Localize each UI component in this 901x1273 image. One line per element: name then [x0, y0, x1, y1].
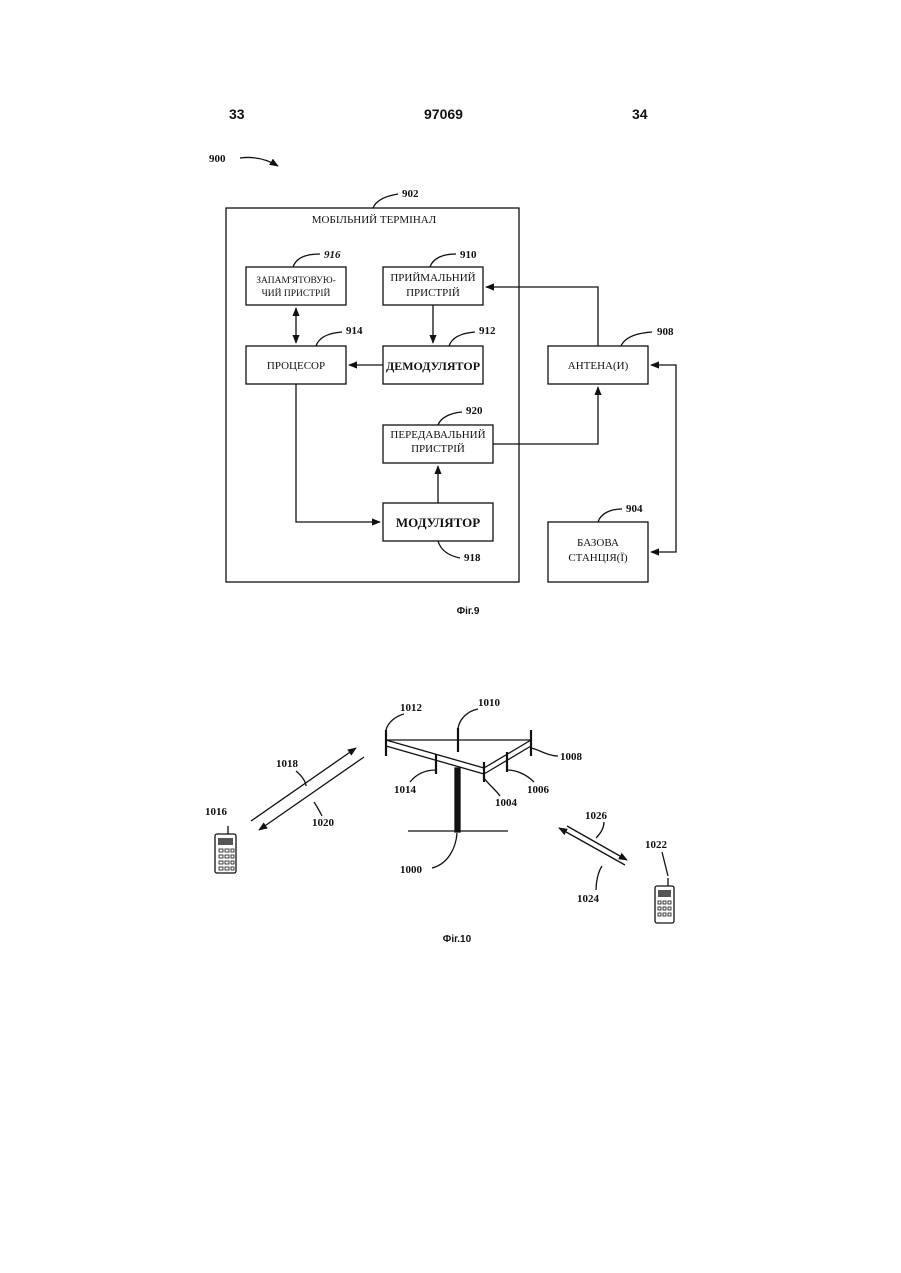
ref-1004-leader	[484, 778, 500, 796]
ref-1006: 1006	[527, 784, 550, 796]
ref-1000: 1000	[400, 864, 423, 876]
memory-label-line1: ЗАПАМ'ЯТОВУЮ-	[256, 276, 336, 286]
ref-1026: 1026	[585, 810, 608, 822]
demodulator-label: ДЕМОДУЛЯТОР	[386, 359, 480, 373]
downlink-arrow-1026	[567, 826, 627, 860]
antenna-base-station-link	[651, 365, 676, 552]
base-station-label-line2: СТАНЦІЯ(Ї)	[568, 552, 628, 564]
ref-908: 908	[657, 326, 674, 338]
ref-1024: 1024	[577, 893, 600, 905]
ref-1014: 1014	[394, 784, 417, 796]
transmitter-label-line1: ПЕРЕДАВАЛЬНИЙ	[390, 429, 485, 441]
transmitter-label-line2: ПРИСТРІЙ	[411, 443, 465, 455]
ref-902-leader	[373, 194, 398, 208]
ref-914-leader	[316, 332, 342, 346]
ref-916-leader	[293, 254, 320, 267]
ref-1000-leader	[432, 833, 457, 868]
ref-916: 916	[324, 249, 341, 261]
ref-1014-leader	[410, 770, 436, 782]
ref-1026-leader	[596, 822, 604, 838]
mobile-terminal-title: МОБІЛЬНИЙ ТЕРМІНАЛ	[312, 214, 437, 226]
transmitter-antenna-link	[493, 387, 598, 444]
processor-modulator-link	[296, 384, 380, 522]
ref-1020: 1020	[312, 817, 335, 829]
ref-1018: 1018	[276, 758, 299, 770]
ref-920-leader	[438, 412, 462, 425]
ref-908-leader	[621, 332, 652, 346]
ref-1016: 1016	[205, 806, 228, 818]
ref-1004: 1004	[495, 797, 518, 809]
ref-1008-leader	[531, 748, 558, 756]
ref-1010: 1010	[478, 697, 501, 709]
ref-902: 902	[402, 188, 419, 200]
receiver-label-line1: ПРИЙМАЛЬНИЙ	[390, 272, 475, 284]
uplink-arrow-1018	[251, 748, 356, 821]
ref-1012: 1012	[400, 702, 423, 714]
ref-920: 920	[466, 405, 483, 417]
base-station-label-line1: БАЗОВА	[577, 537, 619, 549]
ref-1008: 1008	[560, 751, 583, 763]
mobile-phone-1022-icon	[655, 878, 674, 923]
mobile-phone-1016-icon	[215, 826, 236, 873]
ref-904: 904	[626, 503, 643, 515]
antenna-label: АНТЕНА(И)	[568, 360, 629, 372]
ref-1006-leader	[507, 770, 534, 782]
figure-9-caption: Фіг.9	[457, 606, 480, 617]
ref-912-leader	[449, 332, 475, 346]
figure-10-caption: Фіг.10	[443, 934, 472, 945]
ref-904-leader	[598, 509, 622, 522]
antenna-receiver-link	[486, 287, 598, 346]
ref-1024-leader	[596, 866, 602, 890]
memory-box	[246, 267, 346, 305]
ref-1020-leader	[314, 802, 322, 816]
receiver-label-line2: ПРИСТРІЙ	[406, 287, 460, 299]
ref-918: 918	[464, 552, 481, 564]
uplink-arrow-1024	[559, 828, 625, 865]
memory-label-line2: ЧИЙ ПРИСТРІЙ	[262, 287, 331, 299]
processor-label: ПРОЦЕСОР	[267, 360, 325, 372]
modulator-label: МОДУЛЯТОР	[396, 515, 480, 530]
ref-1022: 1022	[645, 839, 668, 851]
ref-910-leader	[430, 254, 456, 267]
ref-900-arrow	[240, 157, 278, 166]
figure-9: 900 902 МОБІЛЬНИЙ ТЕРМІНАЛ ЗАПАМ'ЯТОВУЮ-…	[209, 153, 676, 617]
ref-918-leader	[438, 541, 460, 558]
ref-912: 912	[479, 325, 496, 337]
ref-1022-leader	[662, 852, 668, 876]
tower-mast	[455, 768, 460, 832]
ref-914: 914	[346, 325, 363, 337]
ref-1010-leader	[458, 709, 478, 728]
ref-1012-leader	[386, 714, 404, 730]
ref-900: 900	[209, 153, 226, 165]
figure-10: 1012 1010 1008 1014 1004 1006 1000 1018 …	[205, 697, 674, 945]
ref-910: 910	[460, 249, 477, 261]
